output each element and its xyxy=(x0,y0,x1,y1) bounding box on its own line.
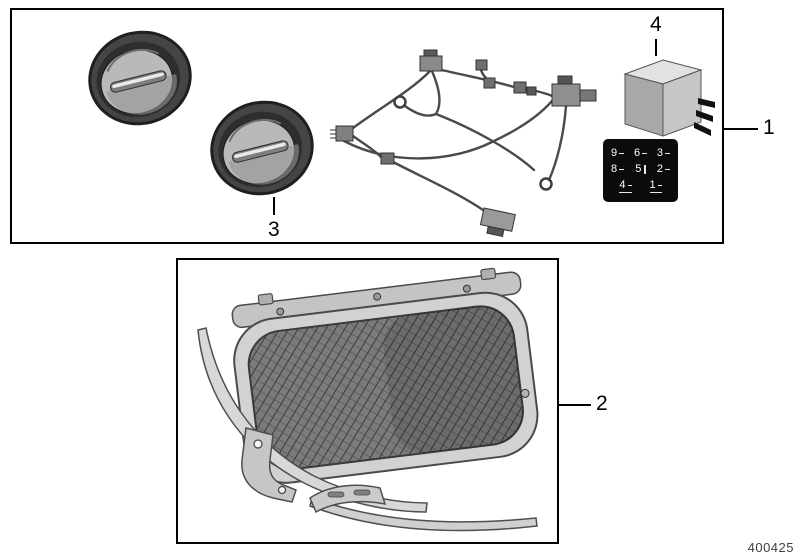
kit-box xyxy=(10,8,724,244)
connector-mid xyxy=(380,152,395,165)
chrome-trim-strip xyxy=(197,327,428,513)
pin-label: 4 xyxy=(619,180,632,193)
connector-small-3 xyxy=(513,81,527,94)
connector-small-1 xyxy=(475,59,488,71)
pin-label: 5 xyxy=(635,164,646,175)
relay-pin xyxy=(696,110,713,122)
callout-kit-line xyxy=(724,128,758,130)
ring-terminal-2 xyxy=(539,177,553,191)
ring-terminal-1 xyxy=(393,95,407,109)
connector-small-2 xyxy=(483,77,496,89)
connector-small-4 xyxy=(526,86,537,96)
callout-kit-label: 1 xyxy=(763,116,775,139)
mounting-bracket-center xyxy=(309,484,387,514)
relay-pin xyxy=(698,98,715,108)
callout-relay-line xyxy=(655,39,657,56)
relay-pin-schematic: 9 6 3 8 5 2 4 1 xyxy=(603,139,678,202)
pin-label: 2 xyxy=(657,164,670,175)
lower-trim-strip xyxy=(309,497,538,532)
relay-pin xyxy=(694,122,711,136)
connector-bottom xyxy=(479,207,516,238)
pin-label: 3 xyxy=(657,148,670,159)
relay xyxy=(623,59,715,137)
pin-label: 6 xyxy=(634,148,647,159)
fog-lamp-right xyxy=(210,100,314,196)
callout-relay-label: 4 xyxy=(650,13,662,36)
part-number: 400425 xyxy=(747,540,794,555)
connector-top xyxy=(419,49,443,72)
front-grille xyxy=(233,291,539,484)
pin-label: 8 xyxy=(611,164,624,175)
callout-grille-line xyxy=(559,404,591,406)
mounting-bracket-left xyxy=(241,427,297,503)
connector-fuse-block xyxy=(551,75,597,107)
grille-screw xyxy=(520,388,530,398)
pin-row: 9 6 3 xyxy=(611,148,670,159)
fog-lamp-left xyxy=(88,30,192,126)
grille-box xyxy=(176,258,559,544)
connector-left xyxy=(330,125,354,142)
callout-lamps-line xyxy=(273,197,275,215)
grille-drawing xyxy=(197,267,539,532)
callout-lamps-label: 3 xyxy=(268,218,280,241)
pin-row: 8 5 2 xyxy=(611,164,670,175)
harness-connectors xyxy=(330,49,597,238)
kit-drawing xyxy=(88,30,715,238)
grille-mesh xyxy=(247,305,524,471)
pin-row: 4 1 xyxy=(611,180,670,193)
pin-label: 9 xyxy=(611,148,624,159)
pin-label: 1 xyxy=(649,180,662,193)
callout-grille-label: 2 xyxy=(596,392,608,415)
